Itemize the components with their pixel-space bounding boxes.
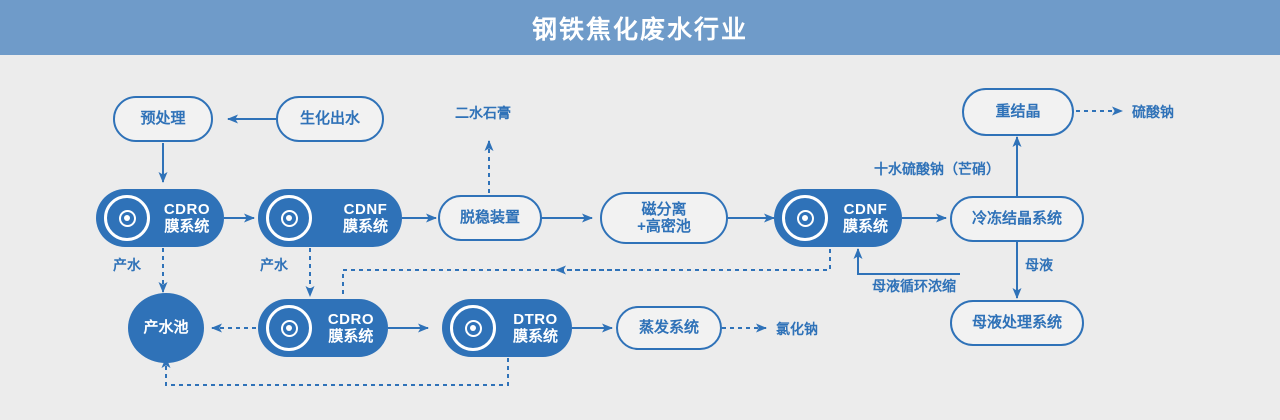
- link-dtro-to-pool: [161, 357, 509, 386]
- membrane-target-icon: [266, 195, 312, 241]
- node-cdro-membrane-bottom[interactable]: CDRO 膜系统: [258, 299, 388, 357]
- link-cdnf-right-concentrate: [342, 249, 831, 296]
- node-label-cn: 膜系统: [342, 218, 388, 235]
- node-label-cn: 膜系统: [842, 218, 888, 235]
- node-product-water-pool[interactable]: 产水池: [128, 293, 204, 363]
- node-label-line1: 磁分离: [641, 200, 687, 218]
- node-label: 重结晶: [995, 103, 1041, 121]
- node-cdnf-membrane-top[interactable]: CDNF 膜系统: [258, 189, 402, 247]
- node-recrystallization[interactable]: 重结晶: [962, 88, 1074, 136]
- node-label-cn: 膜系统: [328, 328, 374, 345]
- node-label-line2: +高密池: [637, 218, 691, 235]
- node-label-en: CDNF: [343, 200, 388, 218]
- node-magnetic-separation[interactable]: 磁分离 +高密池: [600, 192, 728, 244]
- node-freeze-crystallization[interactable]: 冷冻结晶系统: [950, 196, 1084, 242]
- membrane-target-icon: [104, 195, 150, 241]
- node-label-cn: 膜系统: [512, 328, 558, 345]
- edge-label-mother-liquor-recycle: 母液循环浓缩: [872, 278, 956, 294]
- node-dtro-membrane-bottom[interactable]: DTRO 膜系统: [442, 299, 572, 357]
- node-label-en: CDRO: [327, 310, 374, 328]
- node-label-cn: 膜系统: [164, 218, 210, 235]
- node-cdnf-membrane-right[interactable]: CDNF 膜系统: [774, 189, 902, 247]
- node-label: 母液处理系统: [971, 314, 1062, 332]
- edge-label-gypsum: 二水石膏: [455, 105, 511, 121]
- node-label: 冷冻结晶系统: [971, 210, 1062, 228]
- membrane-target-icon: [782, 195, 828, 241]
- node-cdro-membrane-top[interactable]: CDRO 膜系统: [96, 189, 224, 247]
- link-mother-liquor-recycle: [853, 248, 960, 275]
- edge-label-sodium-chloride: 氯化钠: [776, 321, 818, 337]
- header-bar: 钢铁焦化废水行业: [0, 0, 1280, 55]
- node-bio-effluent[interactable]: 生化出水: [276, 96, 384, 142]
- edge-label-product-water-1: 产水: [113, 257, 141, 273]
- node-mother-liquor-system[interactable]: 母液处理系统: [950, 300, 1084, 346]
- node-label-en: CDNF: [843, 200, 888, 218]
- membrane-target-icon: [450, 305, 496, 351]
- edge-label-sodium-sulfate: 硫酸钠: [1132, 104, 1174, 120]
- node-label-en: DTRO: [513, 310, 558, 328]
- node-label: 产水池: [143, 319, 189, 337]
- node-evaporation-system[interactable]: 蒸发系统: [616, 306, 722, 350]
- edge-label-glauber-salt: 十水硫酸钠（芒硝）: [874, 161, 1000, 177]
- node-label-en: CDRO: [163, 200, 210, 218]
- edge-label-product-water-2: 产水: [260, 257, 288, 273]
- node-label: 生化出水: [299, 110, 360, 128]
- membrane-target-icon: [266, 305, 312, 351]
- node-label: 脱稳装置: [459, 209, 520, 227]
- node-destabilizer[interactable]: 脱稳装置: [438, 195, 542, 241]
- node-label: 预处理: [140, 110, 186, 128]
- node-pretreatment[interactable]: 预处理: [113, 96, 213, 142]
- page-title: 钢铁焦化废水行业: [531, 15, 748, 44]
- node-label: 蒸发系统: [638, 319, 699, 337]
- edge-label-mother-liquor: 母液: [1025, 257, 1053, 273]
